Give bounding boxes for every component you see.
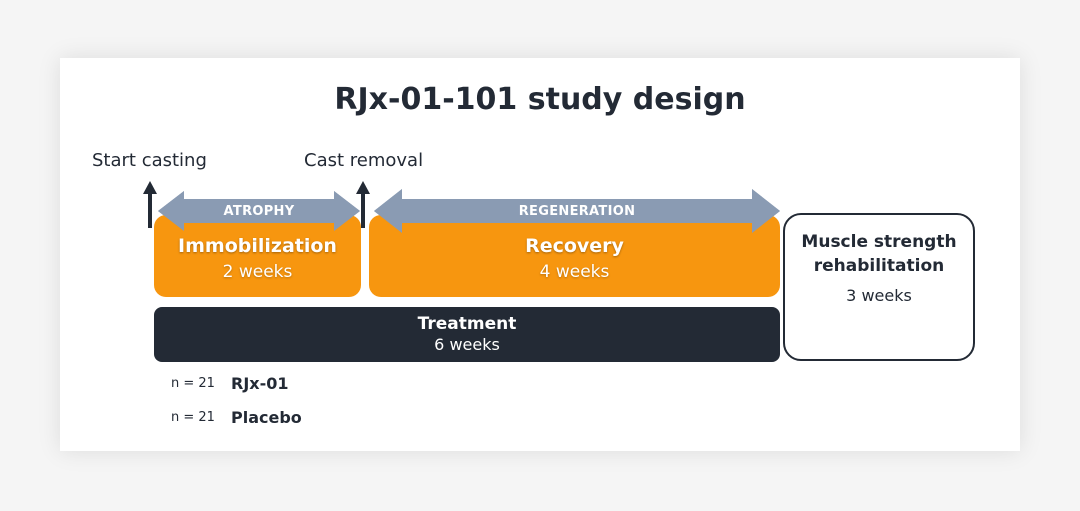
start-casting-label: Start casting	[92, 150, 207, 171]
diagram-title: RJx-01-101 study design	[334, 82, 746, 117]
phase-arrows-overlay	[158, 189, 780, 233]
arm-name-placebo: Placebo	[231, 408, 302, 427]
regeneration-label: REGENERATION	[518, 204, 636, 219]
arm-n-rjx: n = 21	[171, 376, 215, 391]
arm-n-placebo: n = 21	[171, 410, 215, 425]
treatment-duration: 6 weeks	[434, 335, 500, 354]
recovery-box: Recovery 4 weeks	[369, 215, 780, 297]
immobilization-duration: 2 weeks	[222, 262, 293, 282]
atrophy-label: ATROPHY	[223, 204, 295, 219]
immobilization-box: Immobilization 2 weeks	[154, 215, 361, 297]
cast-removal-label: Cast removal	[304, 150, 424, 171]
treatment-title: Treatment	[417, 314, 517, 334]
rehabilitation-box: Muscle strength rehabilitation 3 weeks	[783, 213, 975, 361]
atrophy-arrow-overlay-icon	[158, 191, 360, 231]
start-casting-marker-icon	[143, 181, 157, 228]
arm-name-rjx: RJx-01	[231, 374, 289, 393]
immobilization-title: Immobilization	[178, 235, 337, 257]
cast-removal-marker-icon	[356, 181, 370, 228]
recovery-title: Recovery	[525, 235, 624, 257]
recovery-duration: 4 weeks	[539, 262, 610, 282]
treatment-bar: Treatment 6 weeks	[154, 307, 780, 362]
rehabilitation-duration: 3 weeks	[846, 286, 912, 305]
rehabilitation-title: Muscle strength rehabilitation	[801, 232, 957, 276]
regeneration-arrow-overlay-icon	[374, 189, 780, 233]
